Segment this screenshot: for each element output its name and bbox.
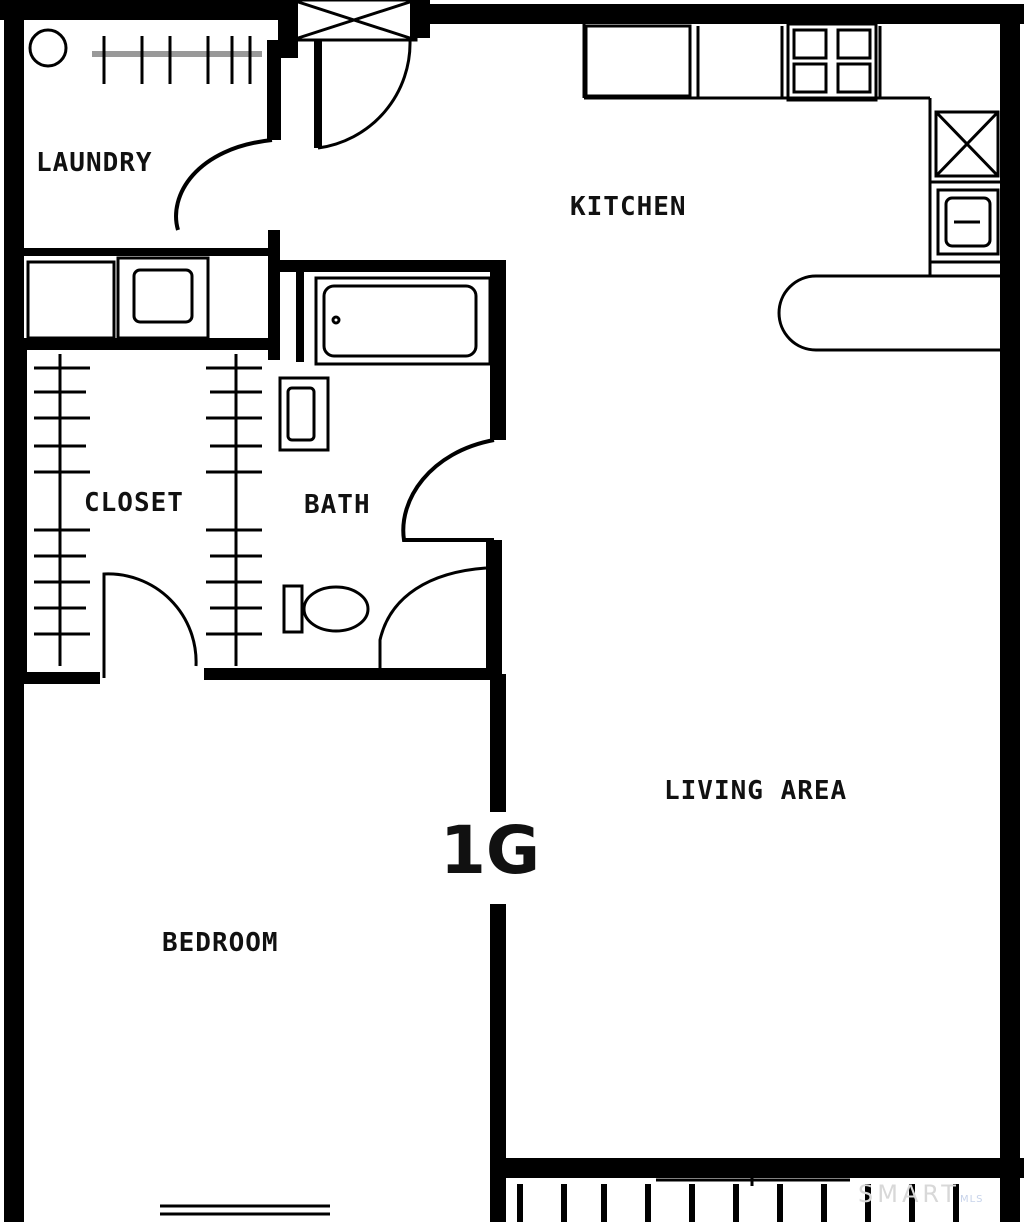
watermark-brand: SMART	[858, 1180, 960, 1208]
kitchen-counter	[582, 24, 1000, 276]
kitchen-sink	[936, 188, 1000, 256]
kitchen-label: KITCHEN	[570, 192, 687, 222]
watermark: SMARTMLS	[858, 1180, 984, 1208]
living-area-label: LIVING AREA	[664, 776, 848, 806]
closet-walls	[21, 344, 494, 684]
washer-dryer	[26, 256, 210, 340]
closet-rods	[34, 354, 262, 666]
watermark-sub: MLS	[959, 1194, 984, 1205]
unit-number: 1G	[432, 812, 549, 889]
bath-walls	[276, 260, 506, 674]
bath-label: BATH	[304, 490, 371, 520]
bathtub	[314, 276, 492, 366]
bath-sink	[278, 376, 330, 452]
entry-door	[290, 0, 418, 150]
toilet	[282, 584, 370, 634]
closet-label: CLOSET	[84, 488, 184, 518]
laundry-room-walls	[14, 40, 281, 360]
bottom-windows	[160, 1170, 850, 1216]
bottom-balcony-railing	[517, 1184, 959, 1222]
laundry-label: LAUNDRY	[36, 148, 153, 178]
kitchen-island	[777, 274, 1000, 352]
refrigerator	[934, 110, 1000, 178]
stove	[786, 22, 878, 102]
bedroom-label: BEDROOM	[162, 928, 279, 958]
laundry-shelf	[28, 28, 262, 84]
